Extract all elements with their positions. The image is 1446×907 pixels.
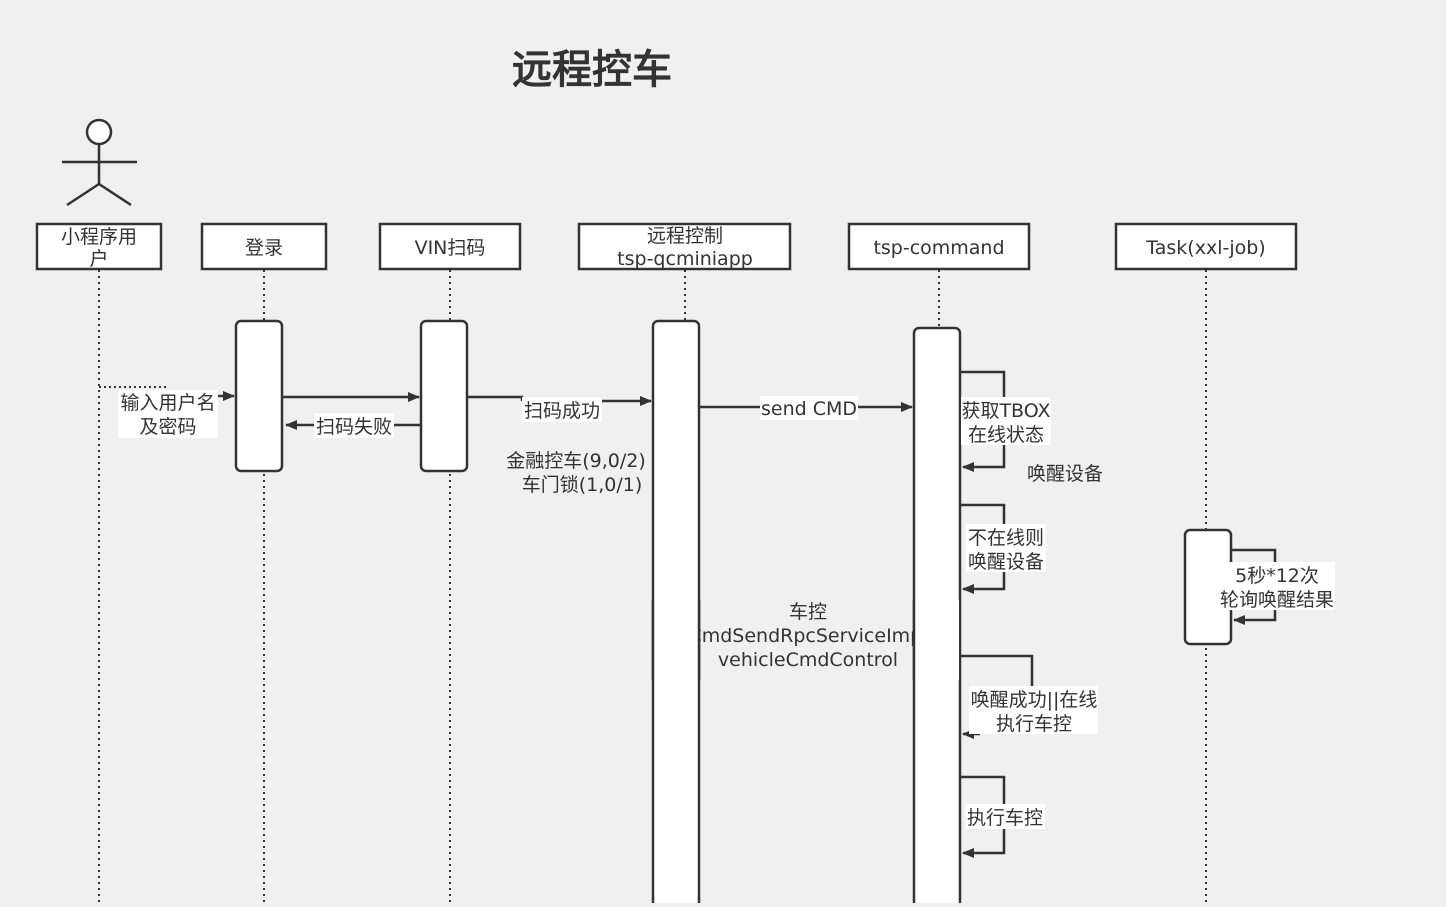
self-call-tbox-bg [961,397,1051,445]
message-send-cmd-bg [760,396,858,420]
self-call-wake-ok-label-2: 执行车控 [996,713,1072,735]
activation-vin [419,319,469,473]
self-call-wake-ok-line [961,654,1034,686]
participant-user[interactable]: 小程序用 户 [35,222,163,271]
participant-vin[interactable]: VIN扫码 [378,222,522,271]
self-call-poll-label-1: 5秒*12次 [1235,565,1319,587]
activation-command-mask [915,600,959,680]
message-input-bg [118,390,218,438]
participant-command[interactable]: tsp-command [847,222,1031,271]
note-finance-control: 金融控车(9,0/2) [506,450,646,472]
self-call-offline-label-1: 不在线则 [968,527,1044,549]
participant-task-label: Task(xxl-job) [1145,237,1265,259]
participant-login-label: 登录 [245,237,283,259]
note-wake-device: 唤醒设备 [1027,463,1103,485]
participant-remote-label-2: tsp-qcminiapp [617,248,753,270]
participant-command-label: tsp-command [873,237,1004,259]
self-call-offline-label-2: 唤醒设备 [968,551,1044,573]
participant-user-label-1: 小程序用 [61,226,137,248]
message-scan-success-bg [522,397,602,422]
self-call-wake-ok-bg [969,686,1098,734]
participant-login[interactable]: 登录 [200,222,328,271]
self-call-tbox-label-1: 获取TBOX [961,400,1050,422]
message-scan-fail-label: 扫码失败 [316,416,392,438]
note-door-lock: 车门锁(1,0/1) [522,474,643,496]
message-input-label-1: 输入用户名 [120,392,215,414]
message-scan-success-label: 扫码成功 [524,400,600,422]
activation-remote-mask [653,600,699,680]
diagram-title: 远程控车 [512,47,672,93]
participant-vin-label: VIN扫码 [415,237,486,259]
activation-login [234,319,284,473]
self-call-poll-label-2: 轮询唤醒结果 [1220,589,1334,611]
message-input-label-2: 及密码 [139,416,196,438]
participant-remote[interactable]: 远程控制 tsp-qcminiapp [577,222,792,271]
self-call-exec-label: 执行车控 [967,807,1043,829]
self-call-offline-bg [966,524,1046,572]
self-call-poll-bg [1217,562,1335,610]
note-rpc-title: 车控 [789,601,827,623]
self-call-tbox-label-2: 在线状态 [968,424,1044,446]
user-actor-icon [62,118,137,207]
participant-task[interactable]: Task(xxl-job) [1114,222,1298,271]
participant-remote-label-1: 远程控制 [647,225,723,247]
self-call-exec-bg [965,804,1045,829]
message-scan-fail-bg [314,413,394,438]
message-send-cmd-label: send CMD [761,398,857,420]
participant-user-label-2: 户 [89,248,108,270]
note-rpc-method: vehicleCmdControl [718,649,898,671]
self-call-wake-ok-label-1: 唤醒成功||在线 [971,689,1098,711]
note-rpc-service: CmdSendRpcServiceImpl [688,625,927,647]
